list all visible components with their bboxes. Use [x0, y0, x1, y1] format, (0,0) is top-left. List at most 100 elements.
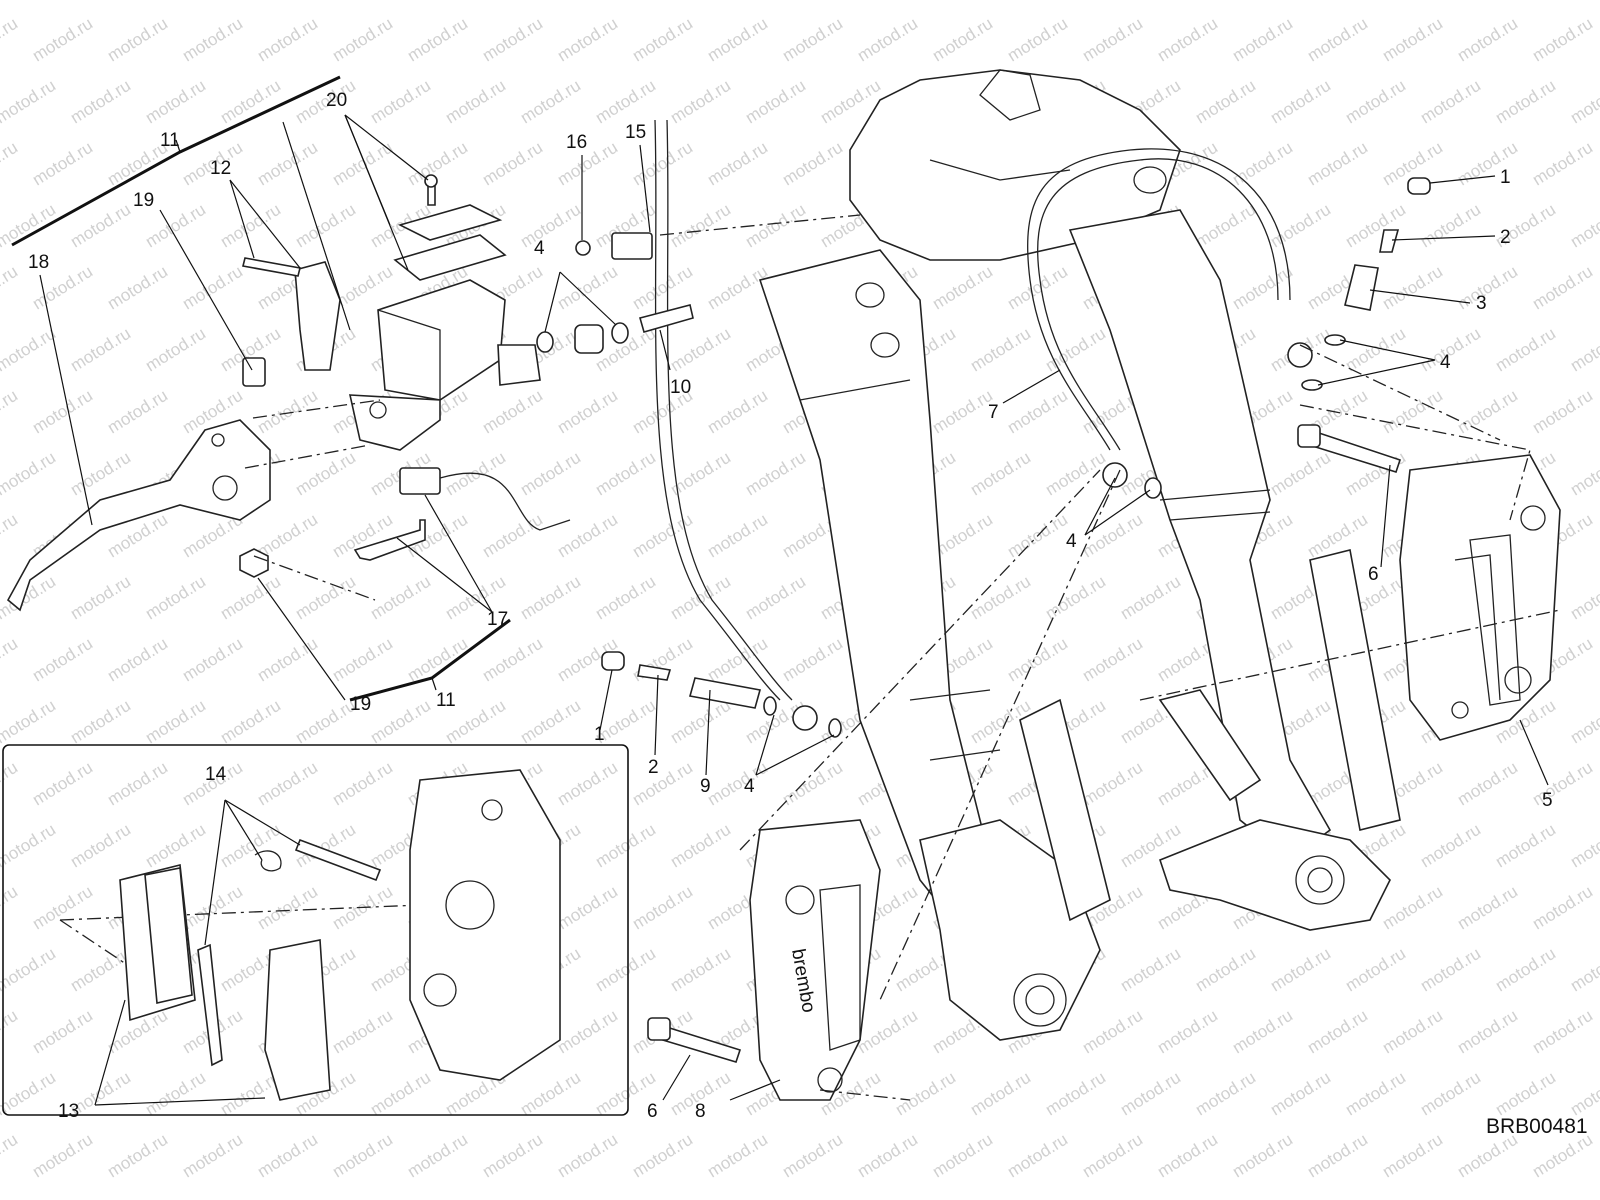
group-brackets: [11, 75, 511, 702]
watermark-text: motod.ru: [517, 448, 584, 500]
watermark-text: motod.ru: [929, 1130, 996, 1182]
watermark-text: motod.ru: [179, 1130, 246, 1182]
watermark-text: motod.ru: [667, 324, 734, 376]
watermark-text: motod.ru: [592, 0, 659, 3]
watermark-text: motod.ru: [1004, 634, 1071, 686]
callout-4-right: 4: [1440, 352, 1451, 373]
watermark-text: motod.ru: [1342, 944, 1409, 996]
watermark-text: motod.ru: [0, 634, 21, 686]
watermark-text: motod.ru: [1567, 76, 1600, 128]
watermark-text: motod.ru: [29, 138, 96, 190]
watermark-text: motod.ru: [1192, 0, 1259, 3]
watermark-text: motod.ru: [254, 14, 321, 66]
watermark-text: motod.ru: [1304, 14, 1371, 66]
watermark-text: motod.ru: [517, 200, 584, 252]
callout-1-bottom: 1: [594, 724, 605, 745]
watermark-text: motod.ru: [667, 820, 734, 872]
watermark-text: motod.ru: [1567, 0, 1600, 3]
watermark-text: motod.ru: [179, 14, 246, 66]
watermark-text: motod.ru: [1454, 758, 1521, 810]
watermark-text: motod.ru: [1267, 448, 1334, 500]
watermark-text: motod.ru: [554, 138, 621, 190]
watermark-text: motod.ru: [329, 1130, 396, 1182]
watermark-text: motod.ru: [1342, 0, 1409, 3]
callout-11-top: 11: [160, 130, 180, 151]
watermark-text: motod.ru: [592, 820, 659, 872]
watermark-text: motod.ru: [0, 820, 59, 872]
callout-2-bottom: 2: [648, 757, 659, 778]
watermark-text: motod.ru: [1267, 0, 1334, 3]
watermark-text: motod.ru: [1229, 138, 1296, 190]
watermark-text: motod.ru: [1004, 386, 1071, 438]
watermark-text: motod.ru: [1567, 572, 1600, 624]
watermark-text: motod.ru: [329, 758, 396, 810]
watermark-text: motod.ru: [1117, 1068, 1184, 1120]
watermark-text: motod.ru: [779, 14, 846, 66]
watermark-text: motod.ru: [479, 386, 546, 438]
watermark-text: motod.ru: [179, 262, 246, 314]
watermark-text: motod.ru: [629, 138, 696, 190]
watermark-text: motod.ru: [1004, 14, 1071, 66]
watermark-text: motod.ru: [29, 758, 96, 810]
watermark-text: motod.ru: [1417, 0, 1484, 3]
watermark-text: motod.ru: [517, 1068, 584, 1120]
watermark-text: motod.ru: [292, 696, 359, 748]
callout-6-right: 6: [1368, 564, 1379, 585]
watermark-text: motod.ru: [142, 1068, 209, 1120]
callout-17: 17: [487, 609, 508, 630]
callout-10: 10: [670, 377, 691, 398]
watermark-text: motod.ru: [1079, 1130, 1146, 1182]
watermark-text: motod.ru: [292, 572, 359, 624]
watermark-text: motod.ru: [817, 0, 884, 3]
watermark-text: motod.ru: [1492, 0, 1559, 3]
watermark-text: motod.ru: [217, 696, 284, 748]
watermark-text: motod.ru: [0, 696, 59, 748]
callout-12: 12: [210, 158, 231, 179]
watermark-text: motod.ru: [854, 14, 921, 66]
watermark-text: motod.ru: [1379, 262, 1446, 314]
watermark-text: motod.ru: [1529, 14, 1596, 66]
watermark-text: motod.ru: [667, 696, 734, 748]
watermark-text: motod.ru: [1492, 324, 1559, 376]
watermark-text: motod.ru: [0, 1068, 59, 1120]
small-parts: [536, 177, 1431, 738]
watermark-text: motod.ru: [1154, 1130, 1221, 1182]
watermark-text: motod.ru: [29, 386, 96, 438]
watermark-text: motod.ru: [704, 386, 771, 438]
watermark-text: motod.ru: [1342, 76, 1409, 128]
watermark-text: motod.ru: [367, 1068, 434, 1120]
watermark-text: motod.ru: [1079, 510, 1146, 562]
watermark-text: motod.ru: [1417, 820, 1484, 872]
watermark-text: motod.ru: [1529, 138, 1596, 190]
watermark-text: motod.ru: [1454, 262, 1521, 314]
watermark-text: motod.ru: [404, 14, 471, 66]
watermark-text: motod.ru: [667, 76, 734, 128]
watermark-text: motod.ru: [67, 820, 134, 872]
watermark-text: motod.ru: [629, 882, 696, 934]
watermark-text: motod.ru: [0, 14, 21, 66]
watermark-text: motod.ru: [0, 324, 59, 376]
watermark-text: motod.ru: [1567, 820, 1600, 872]
watermark-text: motod.ru: [1454, 1006, 1521, 1058]
master-cylinder-assembly: [6, 174, 571, 612]
watermark-text: motod.ru: [1529, 882, 1596, 934]
watermark-text: motod.ru: [1454, 14, 1521, 66]
watermark-text: motod.ru: [67, 76, 134, 128]
watermark-text: motod.ru: [29, 14, 96, 66]
callout-6-bottom: 6: [647, 1101, 658, 1122]
watermark-text: motod.ru: [854, 1130, 921, 1182]
watermark-text: motod.ru: [329, 634, 396, 686]
watermark-text: motod.ru: [0, 944, 59, 996]
watermark-text: motod.ru: [217, 820, 284, 872]
watermark-text: motod.ru: [29, 1130, 96, 1182]
watermark-text: motod.ru: [479, 634, 546, 686]
watermark-text: motod.ru: [1454, 138, 1521, 190]
watermark-text: motod.ru: [1079, 1006, 1146, 1058]
watermark-text: motod.ru: [1267, 1068, 1334, 1120]
watermark-text: motod.ru: [1229, 1006, 1296, 1058]
callout-19-top: 19: [133, 190, 154, 211]
watermark-text: motod.ru: [517, 572, 584, 624]
watermark-text: motod.ru: [367, 572, 434, 624]
watermark-text: motod.ru: [779, 138, 846, 190]
